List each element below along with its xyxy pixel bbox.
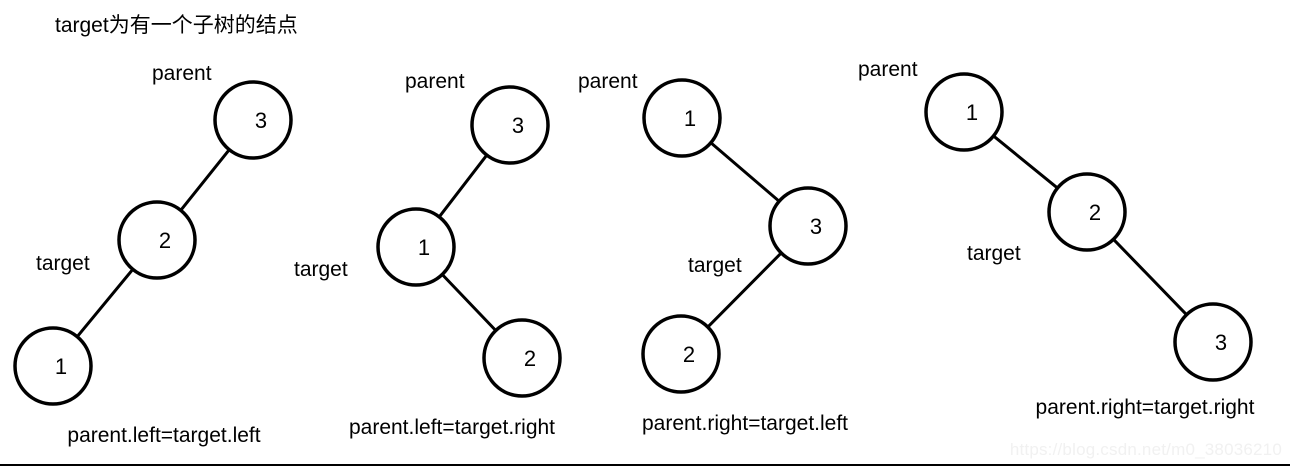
node-role-label-parent: parent (152, 62, 212, 85)
tree-caption: parent.right=target.left (642, 412, 848, 435)
tree-node: 1 (642, 78, 722, 158)
node-value-label: 1 (966, 100, 978, 125)
node-value-label: 1 (684, 106, 696, 131)
node-circle (482, 318, 562, 398)
tree-edge (75, 267, 135, 339)
node-role-label-target: target (294, 258, 348, 281)
tree-caption: parent.right=target.right (1036, 396, 1255, 419)
tree-edge (1111, 237, 1189, 317)
node-circle (641, 314, 721, 394)
node-circle (1173, 302, 1253, 382)
tree-node: 1 (13, 326, 93, 406)
tree-node: 2 (117, 200, 197, 280)
node-circle (1047, 172, 1127, 252)
tree-edge (709, 141, 781, 203)
tree-edge (440, 272, 498, 333)
tree-node: 2 (1047, 172, 1127, 252)
node-circle (213, 80, 293, 160)
tree-node: 3 (213, 80, 293, 160)
node-value-label: 2 (1089, 200, 1101, 225)
node-role-label-parent: parent (858, 58, 918, 81)
tree-caption: parent.left=target.right (349, 416, 555, 439)
node-value-label: 1 (418, 235, 430, 260)
node-value-label: 3 (512, 113, 524, 138)
watermark-text: https://blog.csdn.net/m0_38036210 (1009, 440, 1282, 459)
tree-edge (706, 251, 783, 329)
tree-edge (991, 134, 1060, 190)
node-role-label-parent: parent (405, 70, 465, 93)
node-role-label-target: target (967, 242, 1021, 265)
node-value-label: 1 (55, 354, 67, 379)
tree-node: 1 (376, 207, 456, 287)
node-value-label: 2 (159, 228, 171, 253)
tree-case-1: 3 parent 2 target 1 parent.left=target.left (13, 62, 293, 447)
tree-case-2: 3 parent 1 target 2 parent.left=target.right (294, 70, 562, 439)
tree-node: 2 (482, 318, 562, 398)
tree-edge (437, 153, 489, 219)
node-value-label: 2 (683, 342, 695, 367)
node-circle (642, 78, 722, 158)
node-circle (117, 200, 197, 280)
tree-node: 2 (641, 314, 721, 394)
tree-node: 3 (768, 186, 848, 266)
tree-caption: parent.left=target.left (67, 424, 260, 447)
node-circle (924, 72, 1004, 152)
tree-case-4: 1 parent 2 target 3 parent.right=target.right (858, 58, 1255, 419)
node-circle (376, 207, 456, 287)
node-role-label-parent: parent (578, 70, 638, 93)
node-circle (13, 326, 93, 406)
node-value-label: 3 (810, 214, 822, 239)
node-circle (470, 85, 550, 165)
tree-case-3: 1 parent 3 target 2 parent.right=target.left (578, 70, 848, 435)
tree-node: 3 (1173, 302, 1253, 382)
node-role-label-target: target (36, 252, 90, 275)
node-role-label-target: target (688, 254, 742, 277)
node-value-label: 3 (255, 108, 267, 133)
node-value-label: 2 (524, 346, 536, 371)
tree-node: 3 (470, 85, 550, 165)
tree-node: 1 (924, 72, 1004, 152)
node-value-label: 3 (1215, 330, 1227, 355)
tree-edge (179, 148, 231, 212)
node-circle (768, 186, 848, 266)
page-title: target为有一个子树的结点 (55, 14, 298, 37)
